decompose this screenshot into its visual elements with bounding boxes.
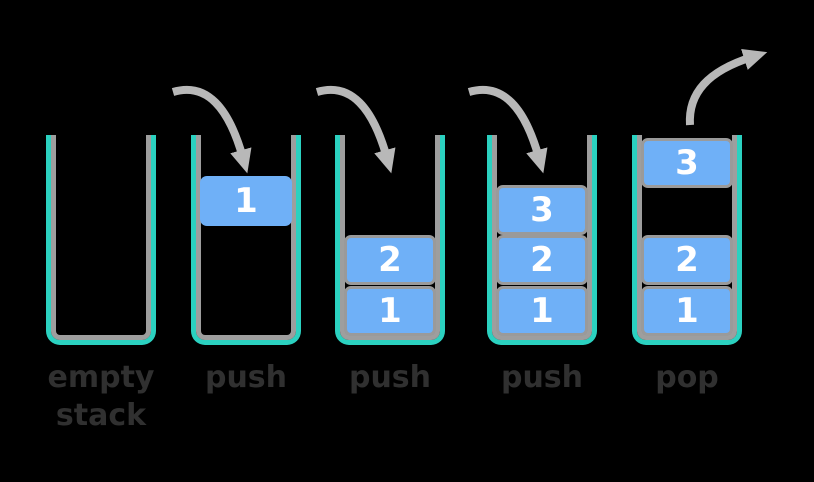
stack-container-inner-wall [637,135,737,340]
stack-element: 3 [496,185,588,235]
stack-element-value: 1 [234,181,258,221]
stack-element: 3 [641,138,733,188]
stack-container [191,135,301,345]
stack-container [487,135,597,345]
stack-container-inner-wall [340,135,440,340]
stage-label-line: stack [55,398,147,433]
stage-push-3: 3 2 1 push [467,85,597,455]
stack-element-value: 3 [675,143,699,183]
stack-container [632,135,742,345]
stack-container-inner-wall [51,135,151,340]
stack-element: 1 [200,176,292,226]
stage-label-line: push [204,360,288,395]
stage-label: pop [618,359,756,397]
stack-element-value: 1 [378,291,402,331]
push-arrow-icon [315,85,396,174]
stage-label-line: push [500,360,584,395]
stack-element-value: 1 [530,291,554,331]
stage-label: push [177,359,315,397]
stack-element: 2 [344,235,436,285]
stage-label-line: push [348,360,432,395]
stack-element-value: 3 [530,190,554,230]
stage-push-1: 1 push [171,85,301,455]
stack-container [335,135,445,345]
stack-container-inner-wall [196,135,296,340]
pop-arrow-icon [685,48,768,126]
stack-element-value: 1 [675,291,699,331]
push-arrow-icon [467,85,548,174]
stage-push-2: 2 1 push [315,85,445,455]
stage-label-line: pop [655,360,719,395]
stack-element: 2 [496,235,588,285]
stack-element-value: 2 [530,240,554,280]
stack-element: 1 [344,286,436,336]
stack-element-value: 2 [378,240,402,280]
stage-label: push [321,359,459,397]
stage-label: push [473,359,611,397]
stack-element: 1 [496,286,588,336]
push-arrow-icon [171,85,252,174]
stack-container [46,135,156,345]
stage-label-line: empty [47,360,155,395]
stack-element: 2 [641,235,733,285]
stack-container-inner-wall [492,135,592,340]
stack-element: 1 [641,286,733,336]
stack-element-value: 2 [675,240,699,280]
stage-pop: 3 2 1 pop [632,48,768,455]
